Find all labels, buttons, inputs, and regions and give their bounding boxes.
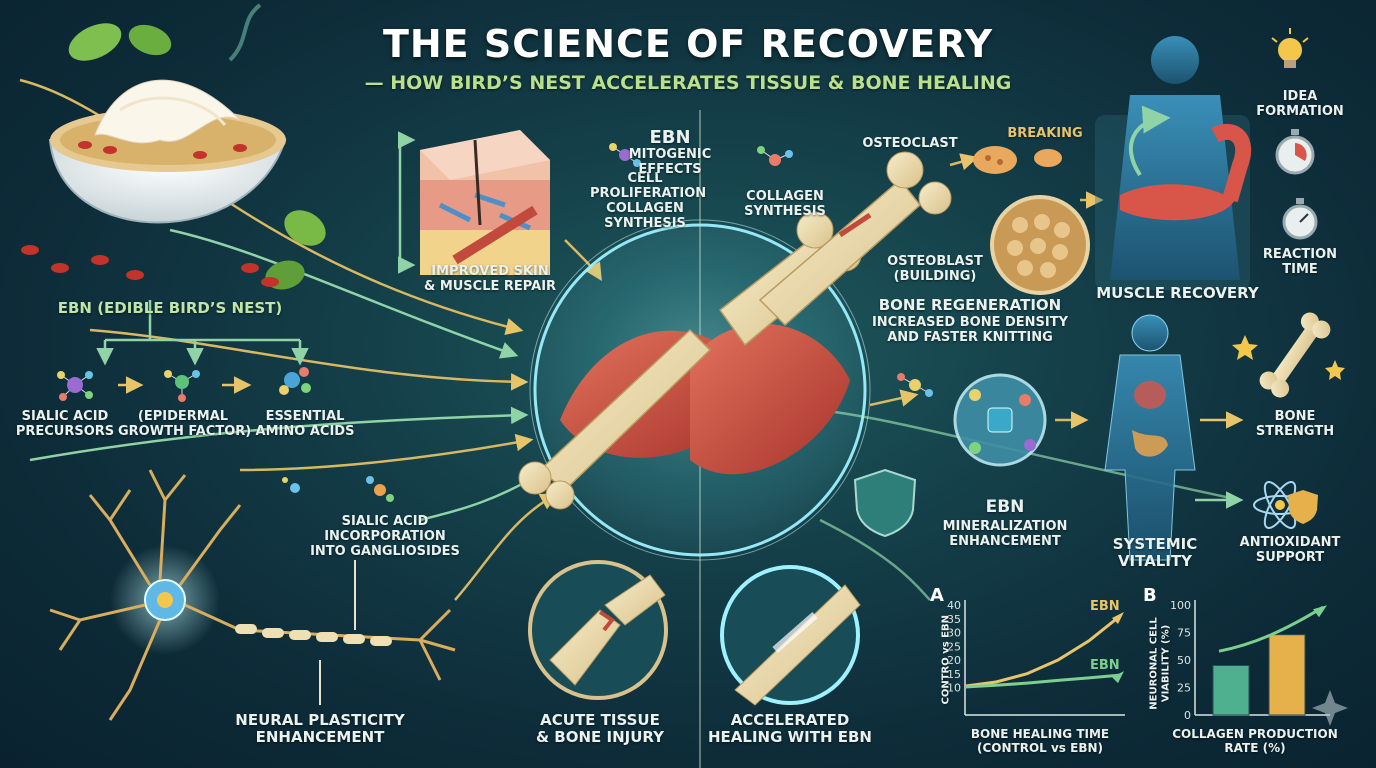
chart-b-trend-arrow <box>1218 605 1324 653</box>
sialic-incorporation-label: SIALIC ACID INCORPORATION INTO GANGLIOSI… <box>310 514 460 559</box>
acute-injury-circle <box>528 560 668 700</box>
muscle-recovery-figure <box>1095 36 1252 290</box>
chart-a-arrowhead <box>1112 612 1124 624</box>
page-title: THE SCIENCE OF RECOVERY <box>382 22 994 66</box>
systemic-vitality-label: SYSTEMIC VITALITY <box>1112 535 1198 571</box>
bone-strength-label: BONE STRENGTH <box>1255 409 1335 439</box>
chart-b-ylabel: NEURONAL CELL VIABILITY (%) <box>1149 600 1172 720</box>
collagen-bar-chart: 0 25 50 75 100 <box>1170 599 1330 722</box>
mineralization-cell <box>953 373 1047 467</box>
acute-injury-label: ACUTE TISSUE & BONE INJURY <box>536 711 664 747</box>
ingredient-amino-acids: ESSENTIAL AMINO ACIDS <box>255 409 355 439</box>
star-icon <box>1232 335 1345 380</box>
collagen-synthesis-label: COLLAGEN SYNTHESIS <box>744 189 826 219</box>
chart-b-y-tick: 100 <box>1170 599 1191 612</box>
stopwatch-icon <box>1275 129 1315 175</box>
antioxidant-support-label: ANTIOXIDANT SUPPORT <box>1239 535 1341 565</box>
systemic-body-figure <box>1104 314 1196 561</box>
chart-a-y-tick: 35 <box>947 613 961 626</box>
skin-muscle-repair-label: IMPROVED SKIN & MUSCLE REPAIR <box>423 264 557 294</box>
skin-cross-section-illustration <box>420 130 550 275</box>
sparkle-icon <box>1312 690 1348 726</box>
chart-b-bar <box>1268 634 1306 716</box>
cell-proliferation-label: CELL PROLIFERATION COLLAGEN SYNTHESIS <box>590 171 707 231</box>
mitogenic-title: EBN <box>649 127 691 148</box>
muscle-recovery-label: MUSCLE RECOVERY <box>1096 284 1259 302</box>
chart-a-series-label: EBN <box>1090 658 1120 673</box>
chart-a-y-tick: 25 <box>947 640 961 653</box>
neuron-illustration <box>49 469 456 721</box>
chart-b-xlabel: COLLAGEN PRODUCTION RATE (%) <box>1172 727 1338 755</box>
reaction-time-label: REACTION TIME <box>1262 247 1338 277</box>
chart-b-y-tick: 75 <box>1177 627 1191 640</box>
ingredient-sialic-acid: SIALIC ACID PRECURSORS <box>15 409 115 439</box>
mineralization-detail: MINERALIZATION ENHANCEMENT <box>942 519 1068 549</box>
chart-b-trend-arrowhead <box>1313 605 1327 618</box>
idea-formation-label: IDEA FORMATION <box>1256 89 1344 119</box>
bone-regeneration-title: BONE REGENERATION <box>878 296 1062 314</box>
chart-a-y-tick: 20 <box>947 654 961 667</box>
ingredient-epidermal-growth-factor: (EPIDERMAL GROWTH FACTOR) <box>118 409 252 439</box>
chart-a-ylabel: CONTRO vs EBN <box>938 600 954 720</box>
chart-b-ylabel-text: NEURONAL CELL VIABILITY (%) <box>1148 617 1172 710</box>
page-subtitle: — HOW BIRD’S NEST ACCELERATES TISSUE & B… <box>364 72 1012 94</box>
timer-icon <box>1282 198 1318 240</box>
chart-b-y-tick: 50 <box>1177 654 1191 667</box>
chart-a-y-tick: 40 <box>947 599 961 612</box>
shield-icon <box>853 468 1318 538</box>
chart-a-ylabel-text: CONTRO vs EBN <box>940 615 952 705</box>
mineralization-title: EBN <box>985 497 1025 517</box>
bone-regeneration-detail: INCREASED BONE DENSITY AND FASTER KNITTI… <box>871 315 1069 345</box>
lightbulb-icon <box>1271 28 1309 68</box>
breaking-label: BREAKING <box>1007 126 1083 141</box>
chart-a-xlabel: BONE HEALING TIME (CONTROL vs EBN) <box>970 727 1110 755</box>
chart-b-y-tick: 25 <box>1177 682 1191 695</box>
chart-a-y-tick: 30 <box>947 627 961 640</box>
central-healing-orb <box>518 151 952 561</box>
chart-a-letter: A <box>930 585 944 606</box>
chart-a-series-line <box>964 673 1121 689</box>
chart-a-y-tick: 15 <box>947 668 961 681</box>
accelerated-healing-label: ACCELERATED HEALING WITH EBN <box>707 711 872 747</box>
ebn-source-label: EBN (EDIBLE BIRD’S NEST) <box>57 299 283 317</box>
chart-b-letter: B <box>1143 585 1157 606</box>
chart-a-y-tick: 10 <box>947 682 961 695</box>
chart-a-series-line <box>964 614 1121 688</box>
molecule-icons <box>57 143 933 502</box>
bone-cell-illustrations <box>973 146 1090 295</box>
bone-icon <box>1259 312 1331 398</box>
mitogenic-effects-label: MITOGENIC EFFECTS <box>628 147 712 177</box>
osteoblast-label: OSTEOBLAST (BUILDING) <box>887 254 983 284</box>
chart-b-bar <box>1212 665 1250 716</box>
chart-a-series-label: EBN <box>1090 599 1120 614</box>
chart-b-y-tick: 0 <box>1184 709 1191 722</box>
birds-nest-bowl-illustration <box>21 3 326 290</box>
osteoclast-label: OSTEOCLAST <box>862 136 958 151</box>
accelerated-healing-circle <box>720 565 861 706</box>
neural-plasticity-label: NEURAL PLASTICITY ENHANCEMENT <box>235 711 405 747</box>
chart-a-arrowhead <box>1112 671 1124 684</box>
